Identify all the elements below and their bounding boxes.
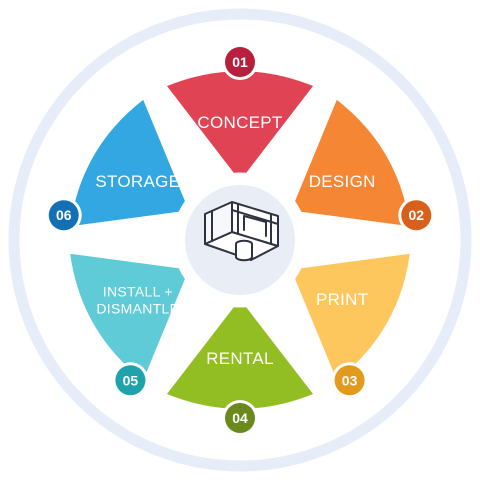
segment-design-label: DESIGN — [309, 172, 376, 191]
segment-design-number-badge: 02 — [398, 197, 435, 234]
segment-concept-number: 01 — [232, 54, 248, 70]
segment-install-number-badge: 05 — [112, 362, 149, 399]
exhibition-booth-icon — [204, 201, 279, 262]
segment-print: PRINT 03 — [291, 250, 414, 399]
segment-concept: CONCEPT 01 — [163, 44, 317, 176]
badge-circle — [401, 200, 432, 231]
segment-storage-number-badge: 06 — [45, 197, 82, 234]
outer-ring — [8, 8, 472, 472]
segment-rental-label-line: RENTAL — [206, 349, 274, 368]
segment-storage: STORAGE 06 — [45, 95, 189, 234]
badge-circle — [115, 365, 146, 396]
segment-print-label-line: PRINT — [316, 290, 369, 309]
segment-storage-label-line: STORAGE — [95, 172, 180, 191]
segment-print-label: PRINT — [316, 290, 369, 309]
segment-print-number-badge: 03 — [331, 362, 368, 399]
badge-circle — [225, 403, 255, 433]
segment-design-number: 02 — [408, 207, 424, 223]
segment-storage-shape — [66, 95, 189, 230]
segment-install-label-line: INSTALL + — [103, 284, 173, 300]
segment-concept-label-line: CONCEPT — [197, 113, 282, 132]
segment-rental-number-badge: 04 — [222, 400, 258, 436]
segment-print-number: 03 — [342, 372, 358, 388]
segment-install: INSTALL +DISMANTLE 05 — [66, 250, 189, 399]
segment-rental-number: 04 — [232, 410, 248, 426]
segment-storage-number: 06 — [56, 207, 72, 223]
segment-design-label-line: DESIGN — [309, 172, 376, 191]
segment-design: DESIGN 02 — [291, 95, 435, 234]
badge-circle — [48, 200, 79, 231]
segment-install-label: INSTALL +DISMANTLE — [96, 284, 179, 317]
segment-design-shape — [291, 95, 414, 230]
segment-install-number: 05 — [123, 372, 139, 388]
center-hub — [173, 173, 307, 307]
segment-rental-label: RENTAL — [206, 349, 274, 368]
segment-concept-label: CONCEPT — [197, 113, 282, 132]
badge-circle — [225, 47, 255, 77]
segment-storage-label: STORAGE — [95, 172, 180, 191]
segment-concept-number-badge: 01 — [222, 44, 258, 80]
badge-circle — [334, 365, 365, 396]
segment-install-label-line: DISMANTLE — [96, 301, 179, 317]
segment-rental: RENTAL 04 — [163, 304, 317, 436]
